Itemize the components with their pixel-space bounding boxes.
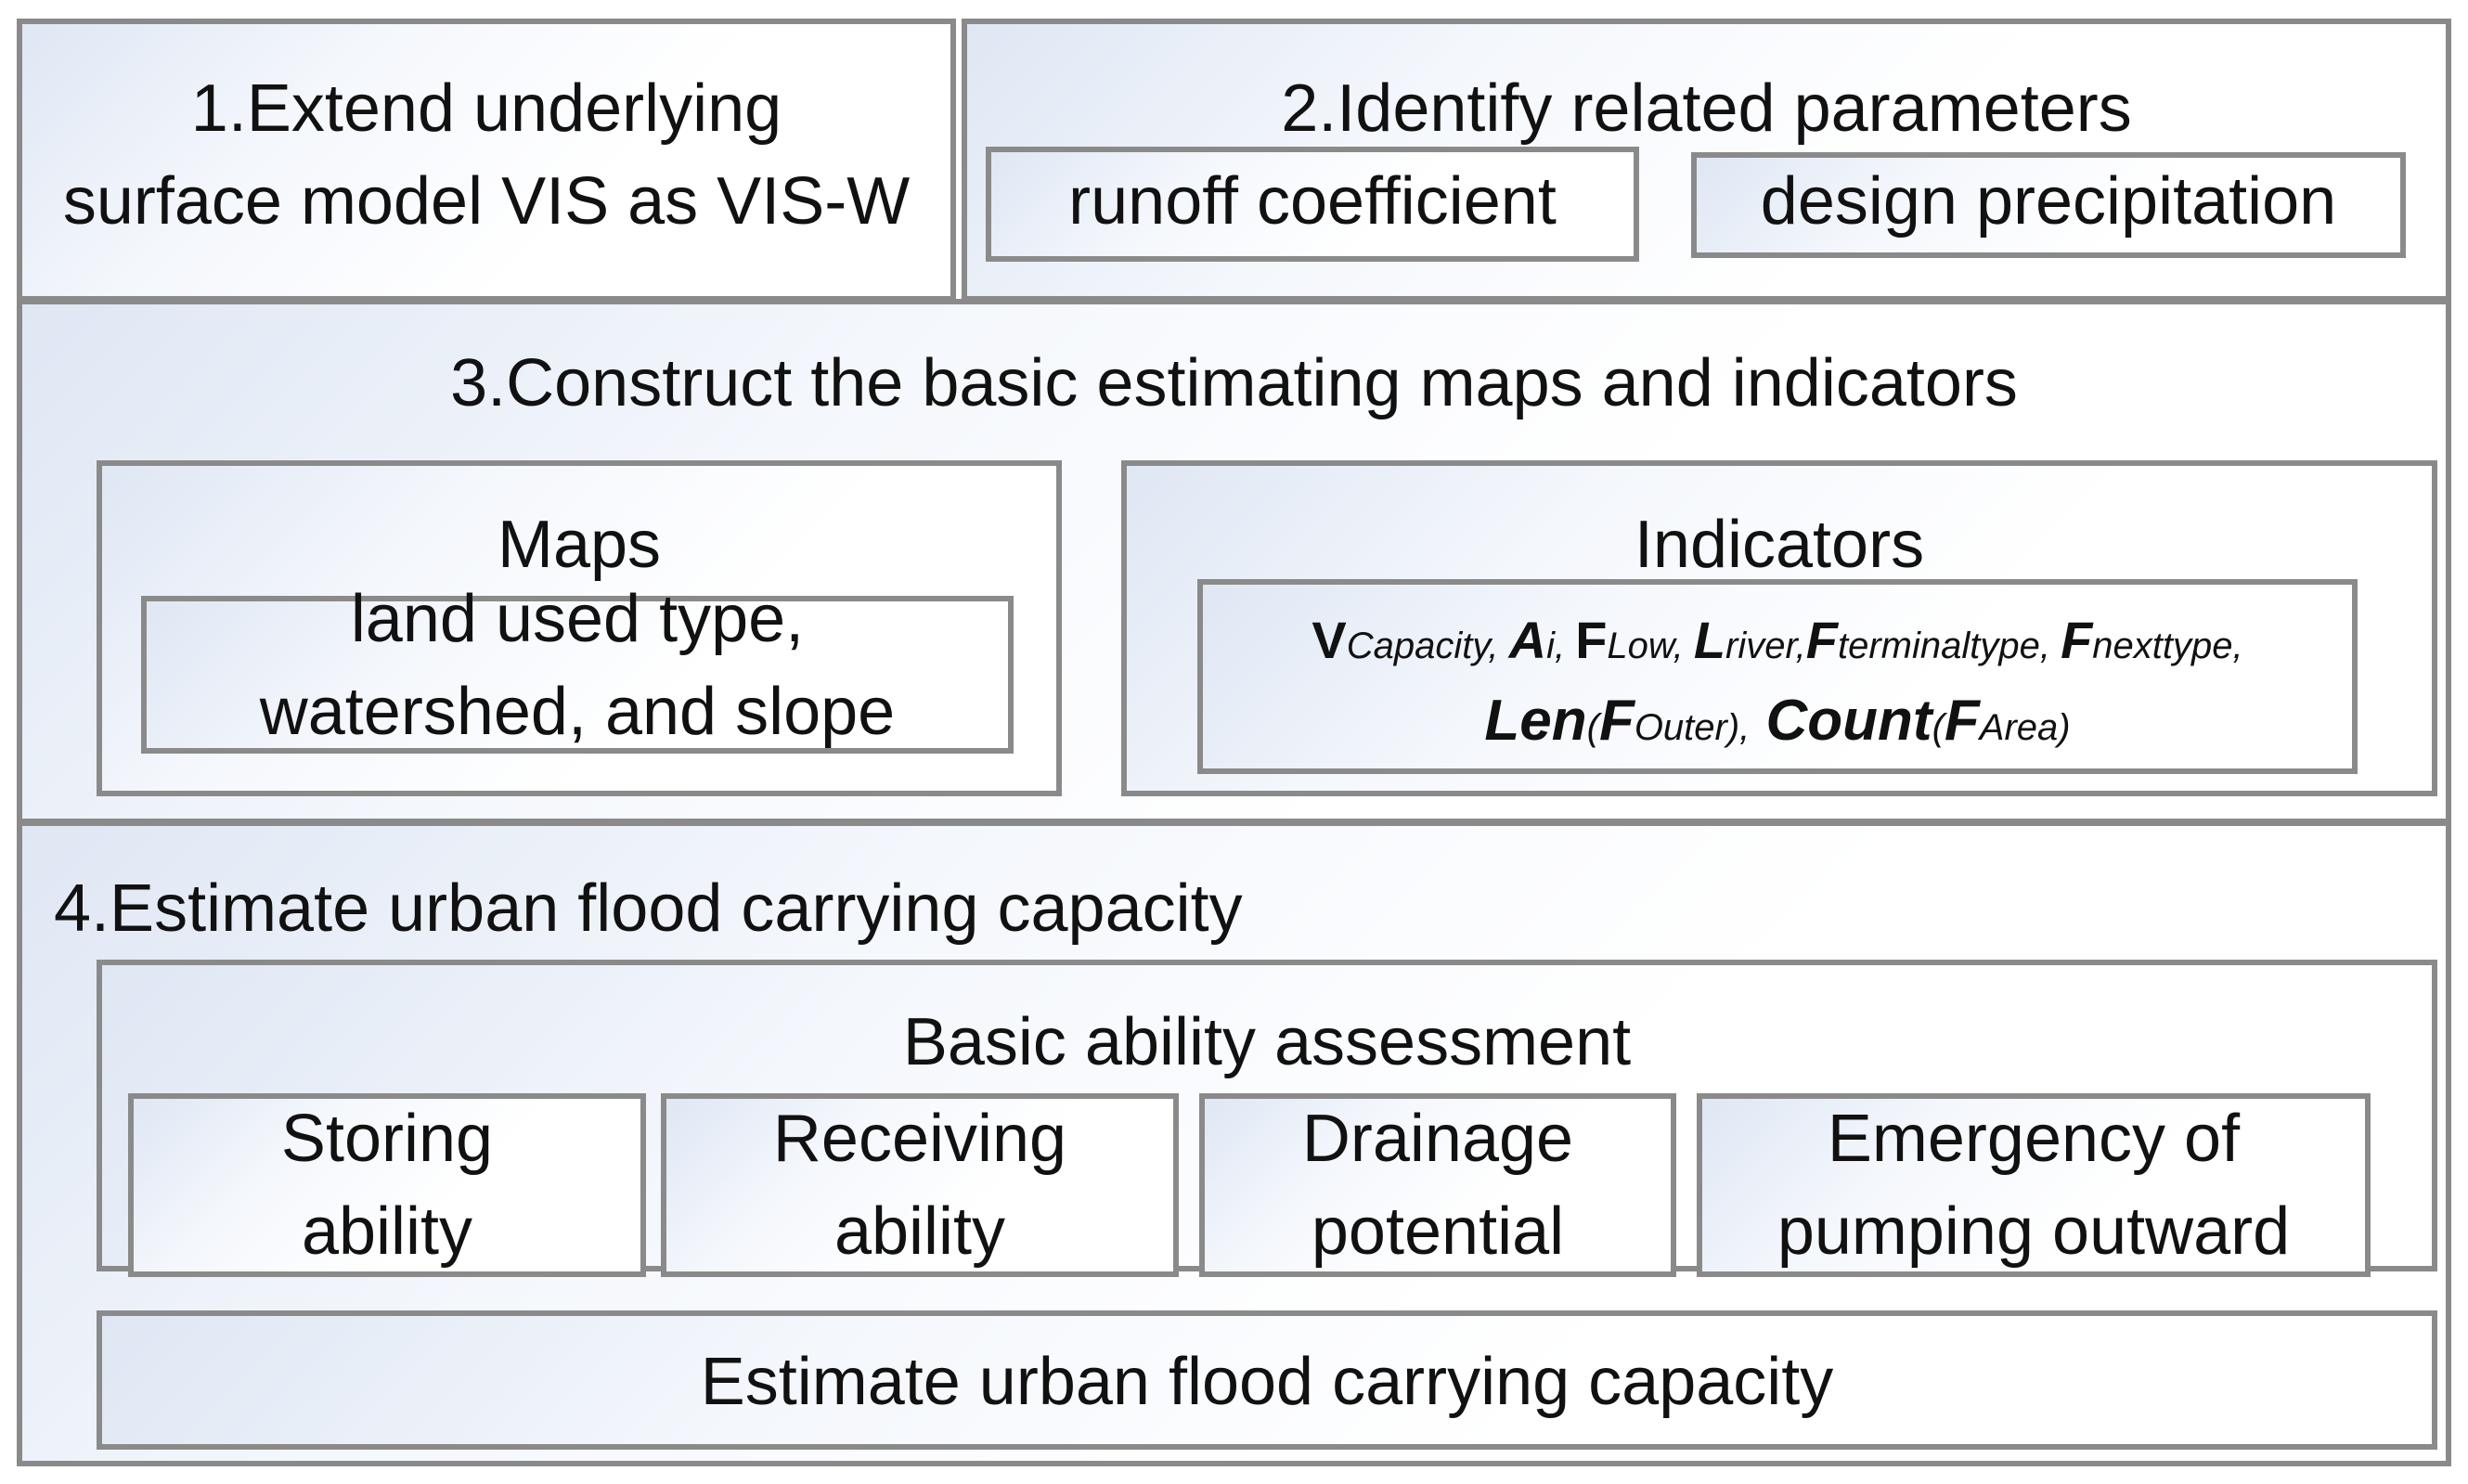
step3-title: 3.Construct the basic estimating maps an… xyxy=(450,346,2018,420)
step4-title: 4.Estimate urban flood carrying capacity xyxy=(54,871,1243,946)
basic-ability-box: Basic ability assessment Storing ability… xyxy=(97,960,2437,1277)
indicators-line2: Len(FOuter), Count(FArea) xyxy=(1203,687,2352,755)
maps-line2: watershed, and slope xyxy=(259,675,896,749)
indicator-v: V xyxy=(1312,611,1347,669)
step1-line2: surface model VIS as VIS-W xyxy=(62,164,911,239)
indicator-len-f: F xyxy=(1598,689,1635,753)
indicator-len: Len xyxy=(1484,689,1587,753)
ability-receiving-line2: ability xyxy=(833,1194,1006,1269)
indicator-v-sub: Capacity xyxy=(1346,626,1489,666)
indicator-sep5: , xyxy=(2039,626,2061,666)
indicator-a: A xyxy=(1508,611,1547,669)
indicator-len-open: ( xyxy=(1586,707,1599,748)
indicators-line1: VCapacity, Ai, FLow, Lriver,Fterminaltyp… xyxy=(1203,609,2352,671)
indicator-f-low-sub: Low xyxy=(1607,626,1673,666)
maps-title: Maps xyxy=(497,508,662,582)
ability-emergency-pumping-line2: pumping outward xyxy=(1777,1194,2291,1269)
step2-box: 2.Identify related parameters runoff coe… xyxy=(962,19,2451,302)
ability-receiving: Receiving ability xyxy=(661,1093,1179,1277)
maps-line1: land used type, xyxy=(350,582,805,656)
indicator-f-terminal-sub: terminaltype xyxy=(1837,626,2040,666)
step2-title: 2.Identify related parameters xyxy=(1281,71,2132,146)
maps-box: Maps land used type, watershed, and slop… xyxy=(97,460,1062,796)
maps-content-box: land used type, watershed, and slope xyxy=(141,582,1014,754)
indicators-box: Indicators VCapacity, Ai, FLow, Lriver,F… xyxy=(1121,460,2437,796)
indicator-sep3: , xyxy=(1673,626,1694,666)
indicator-len-sub: Outer xyxy=(1634,707,1727,748)
indicator-l: L xyxy=(1693,611,1726,669)
step4-box: 4.Estimate urban flood carrying capacity… xyxy=(17,820,2451,1466)
indicator-count-sub: Area xyxy=(1979,707,2059,748)
indicator-sep4: , xyxy=(1795,626,1806,666)
indicator-len-close: ), xyxy=(1726,707,1751,748)
indicator-count-close: ) xyxy=(2058,707,2071,748)
param-runoff-coefficient: runoff coefficient xyxy=(986,147,1639,262)
ability-receiving-line1: Receiving xyxy=(772,1102,1067,1176)
indicator-sep1: , xyxy=(1488,626,1509,666)
indicator-count-open: ( xyxy=(1932,707,1945,748)
indicators-title: Indicators xyxy=(1634,508,1925,582)
indicator-count: Count xyxy=(1765,689,1932,753)
final-estimate-label: Estimate urban flood carrying capacity xyxy=(700,1345,1834,1419)
param-design-precipitation: design precipitation xyxy=(1691,152,2406,258)
ability-drainage: Drainage potential xyxy=(1199,1093,1676,1277)
indicator-f-low: F xyxy=(1575,611,1608,669)
step1-line1: 1.Extend underlying xyxy=(190,71,782,146)
param-design-precipitation-label: design precipitation xyxy=(1760,164,2337,239)
step3-box: 3.Construct the basic estimating maps an… xyxy=(17,299,2451,824)
ability-emergency-pumping: Emergency of pumping outward xyxy=(1697,1093,2371,1277)
indicators-content-box: VCapacity, Ai, FLow, Lriver,Fterminaltyp… xyxy=(1197,579,2358,774)
step1-box: 1.Extend underlying surface model VIS as… xyxy=(17,19,956,302)
indicator-l-sub: river xyxy=(1725,626,1796,666)
ability-drainage-line1: Drainage xyxy=(1301,1102,1574,1176)
ability-storing: Storing ability xyxy=(128,1093,646,1277)
indicator-count-f: F xyxy=(1944,689,1980,753)
indicator-sep2: , xyxy=(1554,626,1576,666)
basic-ability-title: Basic ability assessment xyxy=(902,1005,1632,1079)
indicator-f-terminal: F xyxy=(1805,611,1838,669)
param-runoff-coefficient-label: runoff coefficient xyxy=(1068,164,1557,239)
ability-drainage-line2: potential xyxy=(1311,1194,1565,1269)
ability-storing-line2: ability xyxy=(301,1194,473,1269)
indicator-f-next: F xyxy=(2061,611,2093,669)
final-estimate-box: Estimate urban flood carrying capacity xyxy=(97,1310,2437,1450)
ability-emergency-pumping-line1: Emergency of xyxy=(1827,1102,2241,1176)
ability-storing-line1: Storing xyxy=(280,1102,494,1176)
indicator-sep6: , xyxy=(2232,626,2243,666)
indicator-a-sub: i xyxy=(1546,626,1555,666)
indicator-f-next-sub: nexttype xyxy=(2092,626,2233,666)
